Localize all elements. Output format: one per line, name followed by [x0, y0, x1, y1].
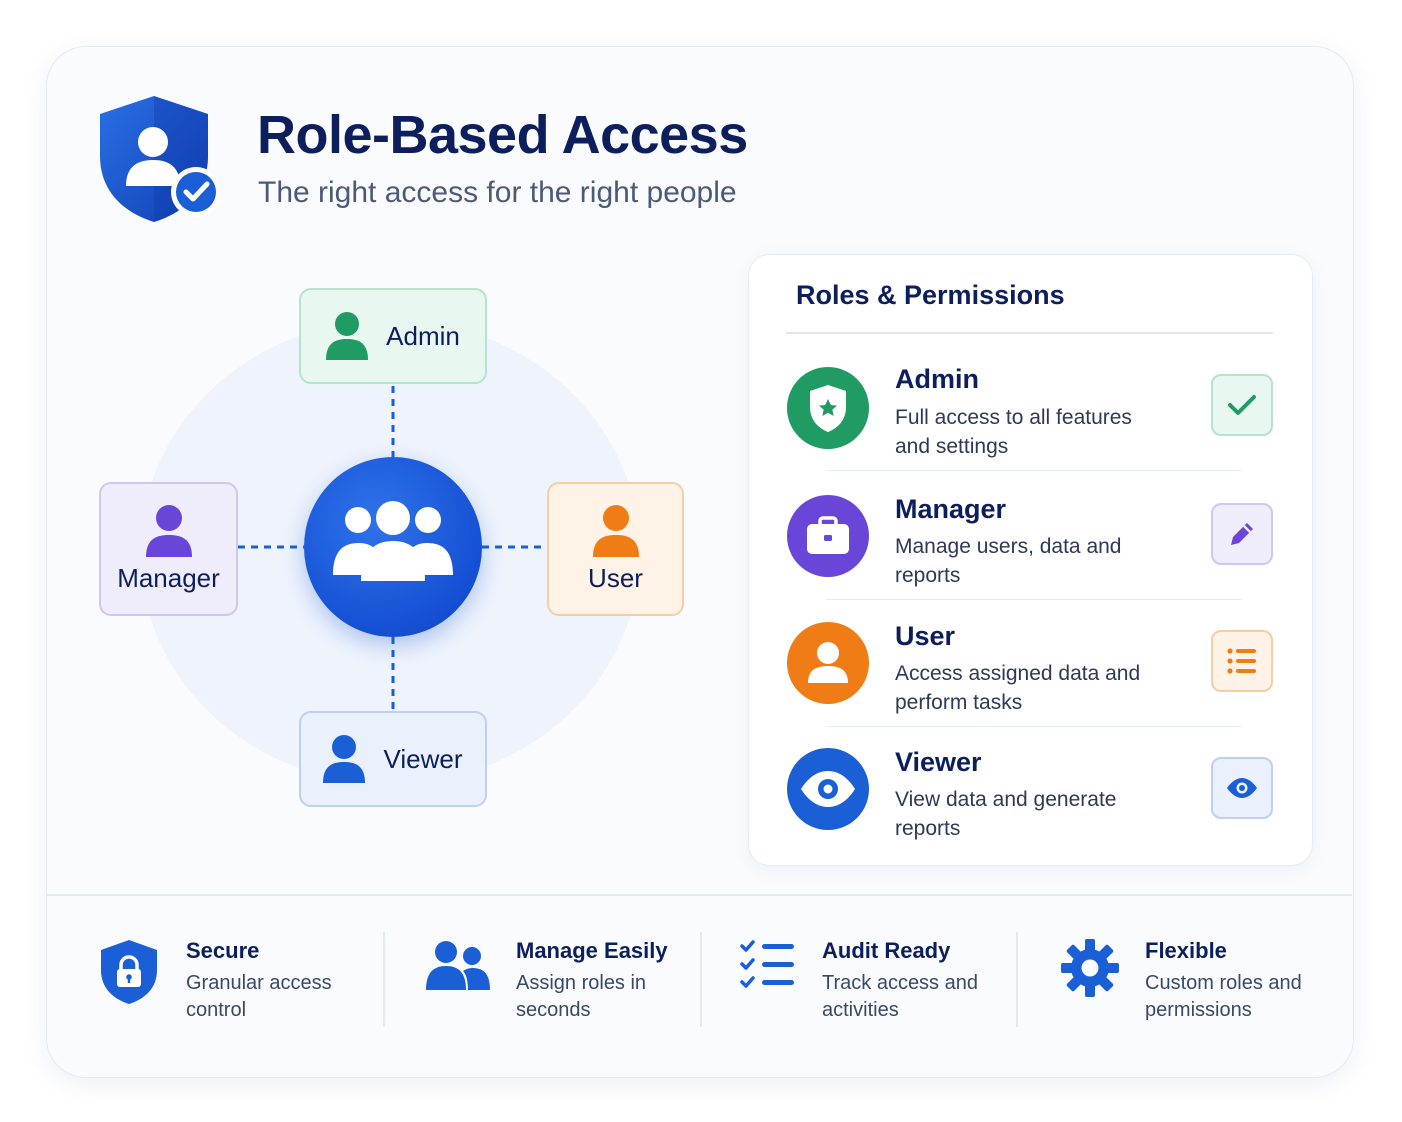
- feature-description-manage-easily: Assign roles in seconds: [516, 972, 647, 1021]
- role-avatar-viewer: [787, 748, 869, 830]
- role-avatar-user: [787, 622, 869, 704]
- divider: [383, 932, 385, 1027]
- feature-description-flexible: Custom roles and permissions: [1145, 972, 1302, 1021]
- shield-lock-icon: [101, 940, 157, 1004]
- role-name-manager: Manager: [895, 494, 1007, 524]
- feature-title-manage-easily: Manage Easily: [516, 938, 668, 963]
- divider: [1016, 932, 1018, 1027]
- user-icon: [323, 735, 366, 783]
- user-icon: [326, 312, 369, 360]
- briefcase-icon: [787, 495, 869, 577]
- divider: [700, 932, 702, 1027]
- eye-icon: [1227, 778, 1257, 798]
- user-icon: [592, 504, 639, 557]
- role-avatar-manager: [787, 495, 869, 577]
- feature-title-flexible: Flexible: [1145, 938, 1227, 963]
- eye-icon: [787, 748, 869, 830]
- user-permission-button[interactable]: [1211, 630, 1273, 692]
- role-name-user: User: [895, 621, 956, 651]
- admin-permission-button[interactable]: [1211, 374, 1273, 436]
- hub-group: [304, 457, 482, 637]
- role-description-admin: Full access to all features and settings: [895, 406, 1132, 458]
- role-name-viewer: Viewer: [895, 747, 982, 777]
- checklist-icon: [740, 940, 794, 988]
- pencil-icon: [1231, 523, 1253, 545]
- divider: [786, 332, 1273, 334]
- page-subtitle: The right access for the right people: [258, 176, 737, 209]
- node-admin[interactable]: Admin: [299, 288, 487, 384]
- node-label: Manager: [117, 562, 220, 593]
- list-icon: [1227, 648, 1256, 674]
- divider: [826, 599, 1242, 600]
- role-avatar-admin: [787, 367, 869, 449]
- divider: [826, 726, 1242, 727]
- divider: [826, 470, 1242, 471]
- role-description-manager: Manage users, data and reports: [895, 535, 1122, 587]
- page-title: Role-Based Access: [257, 105, 748, 165]
- user-icon: [787, 622, 869, 704]
- panel-title: Roles & Permissions: [796, 280, 1065, 310]
- shield-user-check-icon: [100, 96, 220, 222]
- feature-title-secure: Secure: [186, 938, 260, 963]
- group-icon: [333, 501, 453, 581]
- feature-title-audit-ready: Audit Ready: [822, 938, 951, 963]
- shield-star-icon: [787, 367, 869, 449]
- feature-description-secure: Granular access control: [186, 972, 332, 1021]
- role-name-admin: Admin: [895, 364, 979, 394]
- feature-description-audit-ready: Track access and activities: [822, 972, 978, 1021]
- node-label: Admin: [386, 320, 460, 351]
- node-manager[interactable]: Manager: [99, 482, 238, 616]
- users-icon: [426, 941, 490, 990]
- viewer-permission-button[interactable]: [1211, 757, 1273, 819]
- divider: [46, 894, 1352, 896]
- manager-permission-button[interactable]: [1211, 503, 1273, 565]
- node-label: User: [588, 562, 643, 593]
- gear-icon: [1061, 939, 1119, 997]
- node-label: Viewer: [383, 743, 463, 774]
- role-description-viewer: View data and generate reports: [895, 788, 1117, 840]
- role-description-user: Access assigned data and perform tasks: [895, 662, 1141, 714]
- check-icon: [1228, 395, 1256, 415]
- node-viewer[interactable]: Viewer: [299, 711, 487, 807]
- user-icon: [145, 504, 192, 557]
- node-user[interactable]: User: [547, 482, 684, 616]
